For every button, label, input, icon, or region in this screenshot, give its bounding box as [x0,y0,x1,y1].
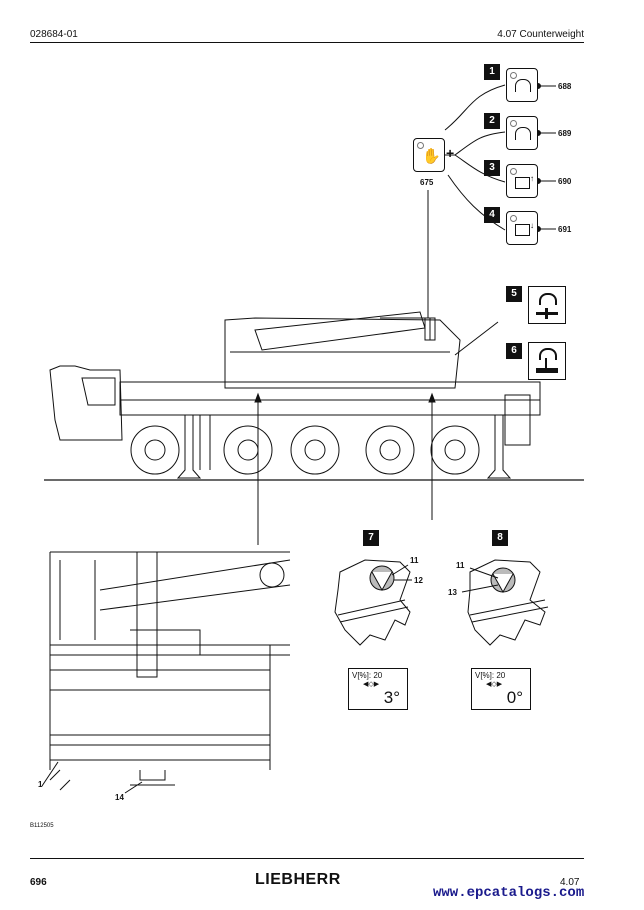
display-angle: 0° [506,688,523,707]
detail-7-label-11: 11 [410,556,419,565]
figure-reference: B112505 [30,823,54,829]
callout-1: 1 [38,780,43,789]
step-6-badge: 6 [506,343,522,359]
step-5-badge: 5 [506,286,522,302]
crane-cab [49,365,123,441]
key-690-code: 690 [558,177,572,186]
slewing-unlock-icon [528,342,566,380]
step-8-badge: 8 [492,530,508,546]
counterweight-detail [41,551,291,794]
counterweight-lift-icon [515,79,531,92]
plus-sign: + [446,145,455,161]
step-4-badge: 4 [484,207,500,223]
counterweight-lower-icon [515,127,531,140]
lower-cylinder-icon [515,224,530,236]
hand-stop-icon: ✋ [422,148,441,165]
step-7-badge: 7 [363,530,379,546]
step-3-badge: 3 [484,160,500,176]
footer-rule [30,858,584,859]
key-691-button: ↓ [506,211,538,245]
display-arrows: ◀◇▶ [486,681,503,688]
footer-section: 4.07 [560,877,580,888]
raise-cylinder-icon [515,177,530,189]
detail-8-label-11: 11 [456,561,465,570]
display-arrows: ◀◇▶ [363,681,380,688]
key-689-code: 689 [558,129,572,138]
detail-8-label-13: 13 [448,588,457,597]
hand-key-code: 675 [420,178,434,187]
step-1-badge: 1 [484,64,500,80]
key-689-button [506,116,538,150]
callout-14: 14 [115,793,124,802]
document-number: 028684-01 [30,29,78,40]
step-2-badge: 2 [484,113,500,129]
hand-key-button: ✋ [413,138,445,172]
detail-7-label-12: 12 [414,576,423,585]
watermark-link[interactable]: www.epcatalogs.com [433,885,585,901]
key-688-code: 688 [558,82,572,91]
crane-chassis [119,381,541,416]
brand-logo: LIEBHERR [255,871,341,888]
key-691-code: 691 [558,225,572,234]
slewing-lock-icon [528,286,566,324]
header-rule [30,42,584,43]
section-title: 4.07 Counterweight [497,29,584,40]
detail-view-7 [334,559,412,646]
display-panel-8: V[%]: 20 ◀◇▶ 0° [471,668,531,710]
key-690-button: ↑ [506,164,538,198]
display-speed-readout: V[%]: 20 [352,671,383,680]
detail-view-8 [461,559,549,646]
page-number: 696 [30,877,47,888]
crane-wheels [130,425,480,475]
display-speed-readout: V[%]: 20 [475,671,506,680]
display-panel-7: V[%]: 20 ◀◇▶ 3° [348,668,408,710]
key-688-button [506,68,538,102]
display-angle: 3° [383,688,400,707]
